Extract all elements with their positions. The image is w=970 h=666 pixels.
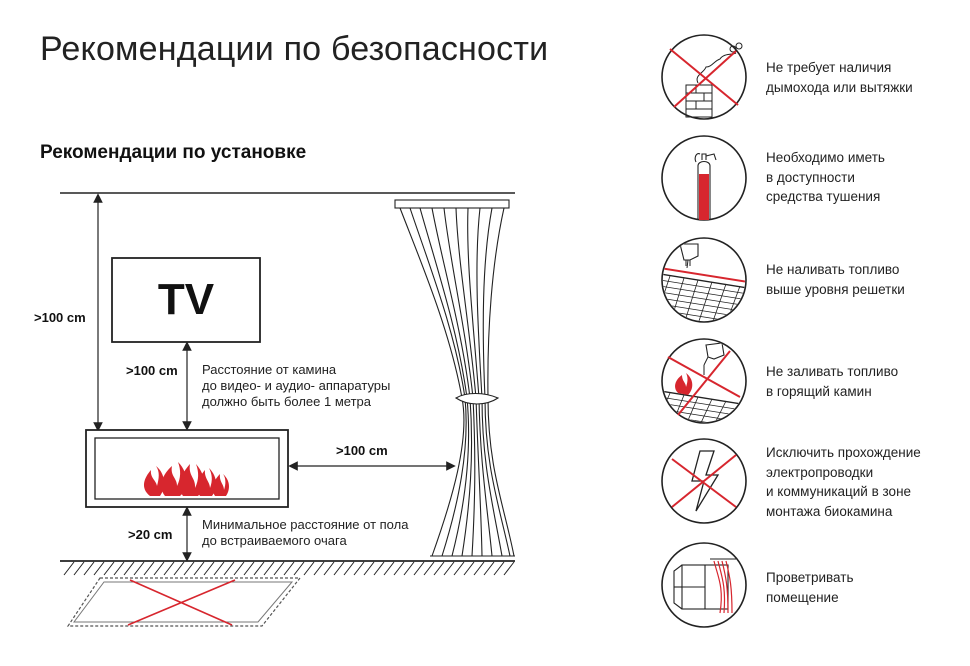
flames [143, 462, 229, 496]
installation-diagram [60, 192, 515, 627]
floor-hatching [63, 561, 515, 576]
ceiling-distance-label: >100 cm [34, 310, 86, 325]
fire-extinguisher-icon [661, 135, 747, 221]
recommendation-text: Проветривать помещение [766, 570, 854, 605]
recommendation-item: Исключить прохождение электропроводки и … [660, 437, 960, 527]
tv-label: TV [157, 275, 215, 324]
no-rug-mark [66, 577, 302, 627]
section-subtitle: Рекомендации по установке [40, 142, 307, 163]
curtain [394, 199, 515, 557]
floor-distance-label: >20 cm [128, 527, 173, 542]
recommendation-text: Не наливать топливо выше уровня решетки [766, 262, 905, 297]
tv-distance-label: >100 cm [126, 363, 178, 378]
no-wiring-icon [661, 438, 747, 524]
recommendation-item: Не требует наличия дымохода или вытяжки [660, 33, 960, 123]
curtain-distance-label: >100 cm [336, 443, 388, 458]
ventilate-room-icon [661, 542, 747, 628]
recommendation-text: Не заливать топливо в горящий камин [766, 364, 899, 399]
recommendation-text: Исключить прохождение электропроводки и … [766, 445, 921, 519]
page-title: Рекомендации по безопасности [40, 30, 549, 68]
recommendation-text: Необходимо иметь в доступности средства … [766, 150, 885, 204]
no-chimney-icon [661, 34, 747, 120]
tv-distance-note: Расстояние от камина до видео- и аудио- … [202, 362, 391, 409]
recommendation-text: Не требует наличия дымохода или вытяжки [766, 60, 913, 95]
tv-box [111, 257, 261, 343]
recommendation-item: Проветривать помещение [660, 541, 960, 631]
floor-distance-note: Минимальное расстояние от пола до встраи… [202, 517, 409, 548]
recommendation-item: Не заливать топливо в горящий камин [660, 337, 960, 427]
recommendation-item: Необходимо иметь в доступности средства … [660, 134, 960, 224]
recommendation-item: Не наливать топливо выше уровня решетки [660, 236, 960, 326]
fuel-level-icon [661, 237, 747, 323]
no-refuel-burning-icon [661, 338, 747, 424]
